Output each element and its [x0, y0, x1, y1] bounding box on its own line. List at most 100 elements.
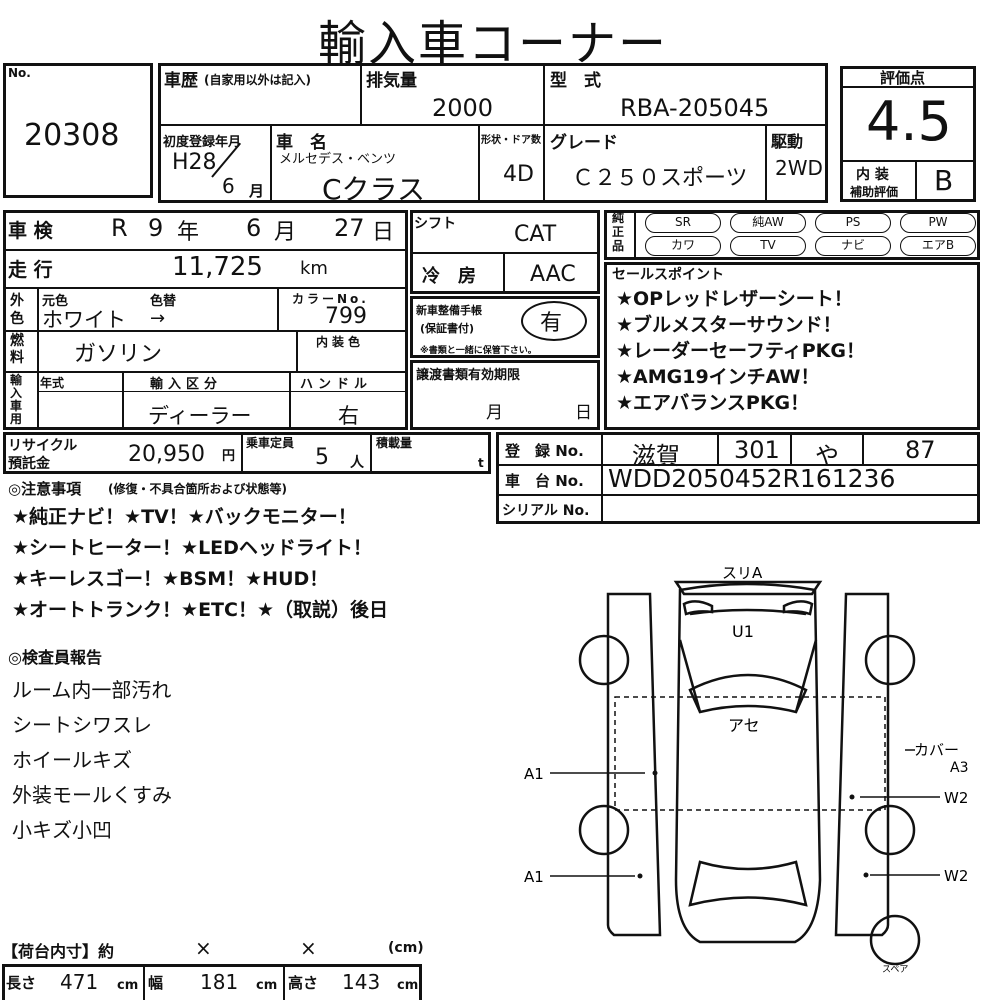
- height-label: 高さ: [288, 974, 319, 992]
- recycle-unit: 円: [222, 449, 236, 464]
- sales-points-box: [604, 262, 980, 430]
- equipment-airbag: エアB: [900, 236, 976, 256]
- displacement-label: 排気量: [366, 71, 417, 91]
- inspector-note-5: 小キズ小凹: [12, 818, 112, 842]
- cargo-times-2: ×: [300, 936, 317, 960]
- diagram-a3-label: A3: [950, 760, 968, 776]
- recycle-label-2: 預託金: [8, 456, 50, 472]
- load-unit: t: [478, 456, 484, 470]
- model-label: 型 式: [550, 71, 601, 91]
- capacity-unit: 人: [350, 455, 364, 471]
- sales-point-2: ★ブルメスターサウンド！: [616, 314, 842, 336]
- note-4: ★オートトランク！★ETC！★（取説）後日: [12, 599, 388, 621]
- reg-class: 301: [734, 436, 780, 464]
- first-reg-year: H28: [172, 150, 217, 175]
- sales-point-4: ★AMG19インチAW！: [616, 366, 820, 388]
- diagram-w2-rear-label: W2: [944, 867, 968, 885]
- warranty-oval: [521, 301, 587, 341]
- color-arrow: →: [150, 308, 166, 329]
- ac-label: 冷 房: [422, 266, 476, 287]
- mileage-value: 11,725: [172, 252, 263, 282]
- inspector-note-1: ルーム内一部汚れ: [12, 678, 172, 702]
- sales-point-5: ★エアバランスPKG！: [616, 392, 810, 414]
- warranty-label-1: 新車整備手帳: [416, 304, 482, 317]
- equipment-label: 純正品: [612, 211, 625, 253]
- notes-heading-sub: (修復・不具合箇所および状態等): [108, 482, 287, 496]
- drive-label: 駆動: [771, 132, 804, 151]
- transfer-label: 譲渡書類有効期限: [416, 368, 521, 383]
- sales-label: セールスポイント: [612, 267, 724, 283]
- transfer-month: 月: [486, 403, 503, 423]
- load-label: 積載量: [376, 436, 413, 450]
- mileage-unit: km: [300, 258, 328, 279]
- exterior-color-label: 外色: [10, 293, 24, 327]
- recycle-label-1: リサイクル: [8, 438, 78, 454]
- inspector-heading: ◎検査員報告: [8, 648, 102, 667]
- height-value: 143: [342, 970, 381, 994]
- doors-value: 4D: [503, 162, 534, 187]
- cargo-times-1: ×: [195, 936, 212, 960]
- reg-label: 登 録 No.: [505, 442, 584, 460]
- transfer-day: 日: [575, 403, 592, 423]
- warranty-box: [410, 296, 600, 358]
- mileage-label: 走 行: [8, 259, 53, 281]
- import-label: 輸入車用: [10, 373, 23, 426]
- grade-label: グレード: [550, 133, 618, 153]
- inspection-year: 9: [148, 214, 164, 242]
- history-label: 車歴: [164, 71, 198, 91]
- equipment-pw: PW: [900, 213, 976, 233]
- score-label: 評価点: [880, 69, 926, 87]
- warranty-note: ※書類と一緒に保管下さい。: [420, 346, 537, 356]
- shift-value: CAT: [514, 222, 557, 247]
- vehicle-details-block: [3, 210, 408, 430]
- cargo-box: [2, 964, 422, 1000]
- note-3: ★キーレスゴー！★BSM！★HUD！: [12, 568, 329, 590]
- car-name-label: 車 名: [276, 133, 327, 153]
- inspector-note-4: 外装モールくすみ: [12, 783, 172, 807]
- first-reg-month-unit: 月: [249, 182, 265, 200]
- shift-label: シフト: [414, 216, 456, 232]
- handle-label: ハンドル: [300, 377, 373, 392]
- interior-score: B: [934, 164, 954, 197]
- recycle-box: [3, 432, 491, 474]
- diagram-top-label: スリA: [722, 564, 763, 582]
- width-label: 幅: [148, 974, 164, 992]
- reg-kana: や: [815, 442, 839, 470]
- length-label: 長さ: [6, 974, 37, 992]
- history-note: (自家用以外は記入): [204, 73, 311, 87]
- diagram-left-front-label: A1: [524, 765, 544, 783]
- cargo-unit: (cm): [388, 940, 424, 956]
- warranty-value: 有: [540, 311, 563, 336]
- equipment-sr: SR: [645, 213, 721, 233]
- page-title: 輸入車コーナー: [318, 16, 669, 72]
- sales-point-1: ★OPレッドレザーシート！: [616, 288, 853, 310]
- first-reg-month: 6: [222, 174, 235, 198]
- inspection-era: R: [111, 214, 128, 242]
- interior-color-label: 内装色: [316, 335, 365, 349]
- ac-value: AAC: [530, 262, 576, 287]
- diagram-left-rear-label: A1: [524, 868, 544, 886]
- equipment-tv: TV: [730, 236, 806, 256]
- inspection-day: 27: [334, 214, 365, 242]
- chassis-value: WDD2050452R161236: [608, 464, 896, 493]
- import-type-value: ディーラー: [148, 404, 252, 428]
- inspector-note-2: シートシワスレ: [12, 713, 152, 737]
- note-2: ★シートヒーター！★LEDヘッドライト！: [12, 537, 372, 559]
- serial-label: シリアル No.: [502, 503, 590, 519]
- equipment-box: [604, 210, 980, 260]
- reg-number: 87: [905, 436, 936, 464]
- inspection-label: 車 検: [8, 220, 53, 242]
- original-color-label: 元色: [42, 294, 69, 309]
- diagram-cover-label: カバー: [914, 741, 959, 759]
- sales-point-3: ★レーダーセーフティPKG！: [616, 340, 865, 362]
- body-label: 形状・ドア数: [481, 135, 541, 146]
- no-label: No.: [8, 66, 31, 80]
- transfer-box: [410, 360, 600, 430]
- width-value: 181: [200, 970, 239, 994]
- registration-box: [496, 432, 980, 524]
- model-code: RBA-205045: [620, 94, 770, 122]
- first-reg-label: 初度登録年月: [163, 135, 242, 150]
- grade-value: Ｃ２５０スポーツ: [572, 166, 748, 191]
- length-unit: cm: [117, 978, 139, 993]
- diagram-roof-label: U1: [732, 622, 754, 641]
